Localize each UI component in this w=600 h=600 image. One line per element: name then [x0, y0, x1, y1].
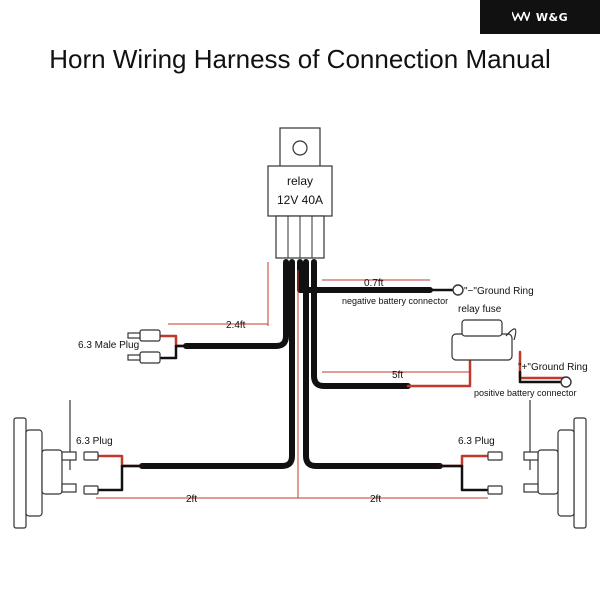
right-plug-bottom: [487, 485, 503, 495]
harness-wires: [139, 259, 443, 469]
fuse-holder-cap: [461, 319, 503, 337]
dim-left-horn-wire: 2ft: [186, 494, 197, 505]
red-wire-right-horn: [438, 454, 490, 468]
dim-neg-wire: 0.7ft: [364, 278, 384, 289]
positive-ground-ring: [560, 376, 572, 388]
relay-body: [267, 165, 333, 217]
wire-right-horn: [303, 259, 443, 469]
left-horn-back: [41, 449, 63, 495]
black-tail-left-horn: [96, 464, 144, 492]
black-tail-right-horn: [438, 464, 490, 492]
label-plug-left: 6.3 Plug: [76, 436, 113, 447]
red-wire-fuse-in: [406, 358, 472, 388]
wire-male-plug: [183, 259, 289, 349]
brand-name: W&G: [535, 10, 569, 24]
left-horn-body: [25, 429, 43, 517]
label-male-plug: 6.3 Male Plug: [78, 340, 139, 351]
right-horn: [487, 400, 587, 529]
left-horn-terminal-bottom: [61, 483, 77, 493]
right-horn-rim: [573, 417, 587, 529]
right-horn-terminal-bottom: [523, 483, 539, 493]
label-plug-right: 6.3 Plug: [458, 436, 495, 447]
right-horn-back: [537, 449, 559, 495]
relay: relay 12V 40A: [267, 127, 333, 259]
label-positive-connector: positive battery connector: [474, 388, 577, 398]
male-plug-connector-bottom: [139, 351, 161, 364]
fuse-holder-clip: [505, 328, 517, 341]
left-horn: [13, 400, 99, 529]
relay-label: relay: [287, 174, 313, 188]
label-negative-ground: "−"Ground Ring: [464, 286, 534, 297]
male-plug-connector-top: [139, 329, 161, 342]
dimension-lines: [96, 262, 488, 499]
male-plug-connectors: [127, 329, 161, 364]
right-horn-terminal-top: [523, 451, 539, 461]
negative-ring-icon: [452, 284, 464, 296]
right-horn-body: [557, 429, 575, 517]
black-tail-positive: [518, 370, 562, 384]
dim-pos-wire: 5ft: [392, 370, 403, 381]
relay-mount-hole: [292, 140, 308, 156]
label-positive-ground: "+"Ground Ring: [518, 362, 588, 373]
relay-rating: 12V 40A: [277, 193, 323, 207]
wg-logo-icon: [511, 11, 531, 24]
label-negative-connector: negative battery connector: [342, 296, 448, 306]
fuse-holder: [451, 319, 517, 361]
negative-ground-ring: [452, 284, 464, 296]
red-wire-male-plug: [158, 334, 188, 348]
red-wire-left-horn: [96, 454, 144, 468]
dim-right-horn-wire: 2ft: [370, 494, 381, 505]
wire-negative: [297, 259, 433, 293]
right-plug-top: [487, 451, 503, 461]
wire-left-horn: [139, 259, 295, 469]
left-plug-bottom: [83, 485, 99, 495]
male-plug-blade-bottom: [127, 354, 141, 361]
label-relay-fuse: relay fuse: [458, 304, 502, 315]
wire-positive: [311, 259, 411, 389]
left-horn-terminal-top: [61, 451, 77, 461]
dim-male-plug-wire: 2.4ft: [226, 320, 246, 331]
black-tails: [96, 288, 562, 492]
positive-ring-icon: [560, 376, 572, 388]
brand-badge: W&G: [480, 0, 600, 34]
left-plug-top: [83, 451, 99, 461]
male-plug-blade-top: [127, 332, 141, 339]
black-tail-male-plug: [158, 344, 188, 360]
left-horn-rim: [13, 417, 27, 529]
fuse-holder-body: [451, 333, 513, 361]
page-title: Horn Wiring Harness of Connection Manual: [49, 44, 551, 74]
